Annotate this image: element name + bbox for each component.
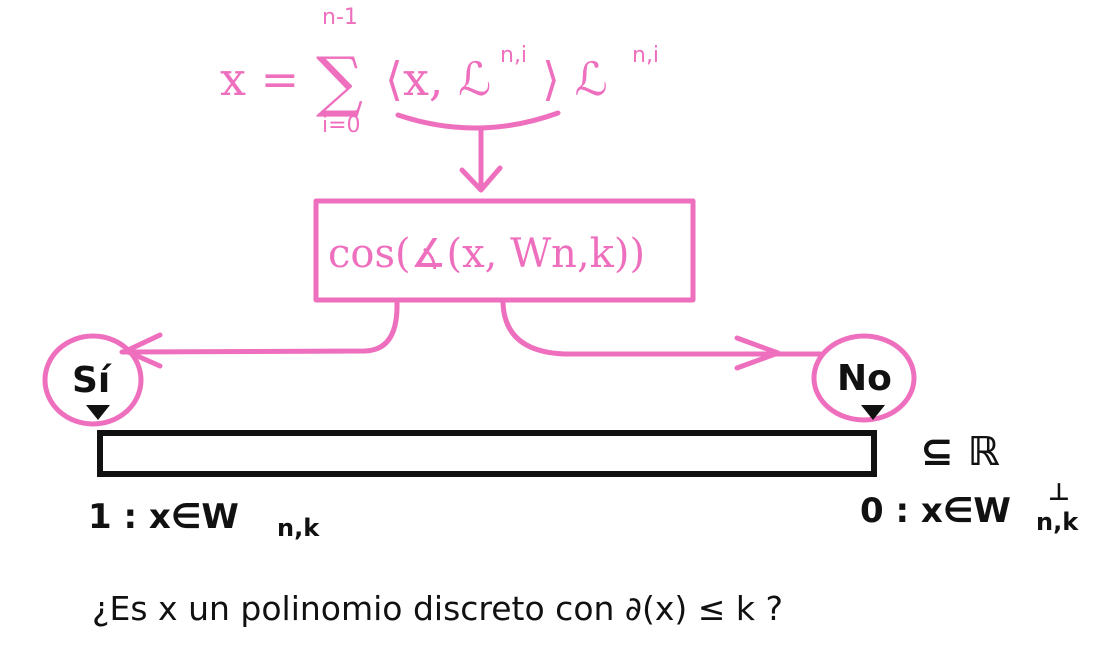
set-label: ⊆ ℝ — [920, 429, 1000, 475]
formula-term-open: ⟨x, ℒ — [385, 52, 491, 106]
down-arrow-head — [459, 165, 503, 193]
left-end-subscript: n,k — [277, 514, 320, 542]
yes-bubble-label: Sí — [72, 360, 112, 401]
formula-term-close: ⟩ ℒ — [542, 52, 608, 106]
interval-bar — [97, 430, 877, 477]
yes-branch-arrow — [119, 300, 400, 355]
yes-bubble — [42, 333, 144, 427]
no-branch-arrowhead — [734, 335, 781, 371]
right-end-subscript: n,k — [1036, 508, 1079, 536]
no-bubble-label: No — [837, 358, 892, 399]
cosine-box-label: cos(∡(x, Wn,k)) — [328, 231, 645, 277]
sum-lower-limit: i=0 — [322, 113, 361, 138]
formula-term-superscript: n,i — [500, 43, 527, 68]
sum-upper-limit: n-1 — [322, 5, 358, 30]
formula-lhs: x = — [220, 52, 299, 106]
right-end-superscript: ⊥ — [1048, 478, 1070, 506]
basis-expansion-formula: x = n-1 ∑ i=0 ⟨x, ℒ n,i ⟩ ℒ n,i — [220, 5, 659, 138]
question-text: ¿Es x un polinomio discreto con ∂(x) ≤ k… — [92, 589, 783, 628]
no-pointer-icon — [861, 405, 885, 420]
right-end-label: 0 : x∈W — [860, 491, 1011, 531]
sum-symbol: ∑ — [316, 43, 363, 120]
cosine-box — [313, 198, 696, 303]
left-end-label: 1 : x∈W — [88, 497, 239, 537]
underbrace — [395, 110, 561, 131]
no-branch-arrow — [500, 300, 823, 357]
formula-close-superscript: n,i — [632, 43, 659, 68]
no-bubble — [811, 333, 917, 423]
yes-pointer-icon — [86, 405, 110, 420]
